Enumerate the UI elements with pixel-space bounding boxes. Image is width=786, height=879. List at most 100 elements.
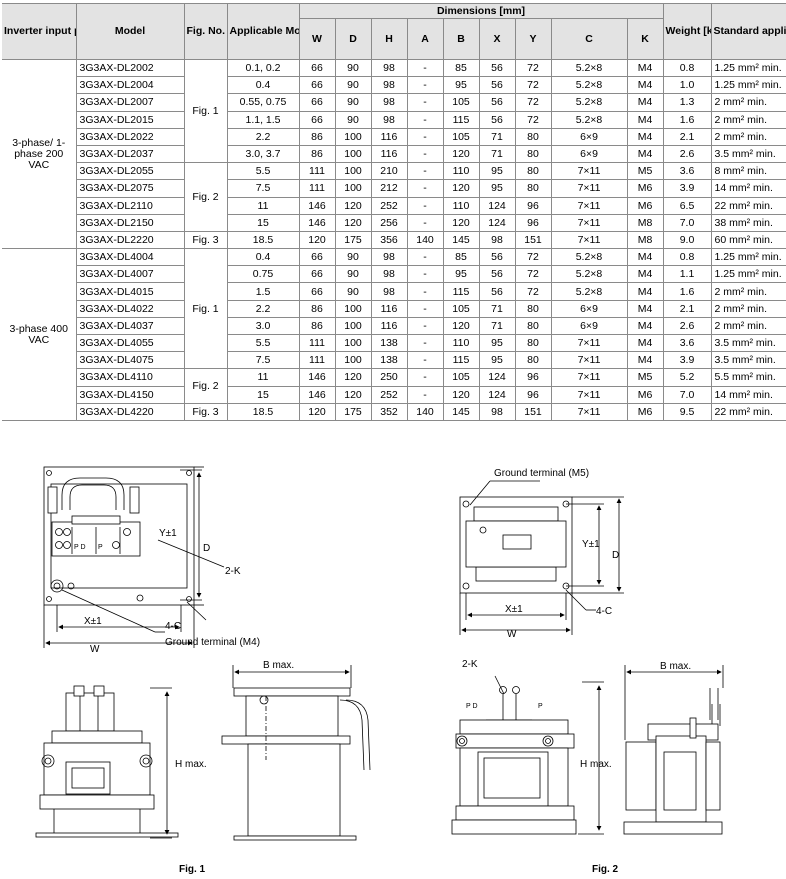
fig-cell: Fig. 1 [183,58,228,164]
header-dim: C [550,18,628,60]
fig2-b-label: B max. [660,661,691,672]
header-dim: K [626,18,664,60]
K-cell: M4 [626,144,664,164]
W-cell: 120 [298,402,336,421]
kw-cell: 0.1, 0.2 [226,58,300,78]
kg-cell: 1.0 [662,76,712,95]
kg-cell: 2.1 [662,299,712,318]
K-cell: M4 [626,333,664,353]
K-cell: M4 [626,93,664,112]
H-cell: 352 [370,402,408,421]
fig1-pd-label: P D [74,544,86,551]
fig-cell: Fig. 3 [183,230,228,250]
C-cell: 7×11 [550,385,628,404]
header-dim: W [298,18,336,60]
model-cell: 3G3AX-DL2007 [75,93,185,112]
D-cell: 175 [334,402,372,421]
B-cell: 115 [442,351,480,370]
fig2-x-label: X±1 [505,604,523,615]
H-cell: 356 [370,230,408,250]
kw-cell: 18.5 [226,402,300,421]
W-cell: 111 [298,351,336,370]
D-cell: 100 [334,144,372,164]
fig2-pd-label: P D [466,703,478,710]
kg-cell: 6.5 [662,196,712,215]
fig1-x-label: X±1 [84,616,102,627]
H-cell: 116 [370,316,408,336]
K-cell: M4 [626,110,664,129]
spec-table: Inverter input power supply Model Fig. N… [2,3,786,421]
K-cell: M6 [626,196,664,215]
K-cell: M6 [626,179,664,198]
K-cell: M8 [626,230,664,250]
wire-cell: 2 mm² min. [710,110,786,129]
wire-cell: 2 mm² min. [710,127,786,146]
kw-cell: 0.75 [226,265,300,284]
wire-cell: 3.5 mm² min. [710,351,786,370]
D-cell: 120 [334,196,372,215]
D-cell: 100 [334,127,372,146]
fig1-c-label: 4-C [165,621,181,632]
fig2-d-label: D [612,550,619,561]
W-cell: 146 [298,385,336,404]
fig2-side-view [623,665,724,835]
kg-cell: 1.3 [662,93,712,112]
C-cell: 7×11 [550,351,628,370]
fig2-ground-label: Ground terminal (M5) [494,468,589,479]
model-cell: 3G3AX-DL4220 [75,402,185,421]
header-dim: X [478,18,516,60]
B-cell: 120 [442,316,480,336]
fig2-h-label: H max. [580,759,612,770]
fig1-caption: Fig. 1 [179,864,206,875]
fig1-y-label: Y±1 [159,528,177,539]
X-cell: 98 [478,402,516,421]
W-cell: 111 [298,179,336,198]
model-cell: 3G3AX-DL2022 [75,127,185,146]
model-cell: 3G3AX-DL4075 [75,351,185,370]
fig2-w-label: W [507,629,517,640]
wire-cell: 2 mm² min. [710,299,786,318]
fig1-w-label: W [90,644,100,655]
header-fig: Fig. No. [183,3,228,60]
header-supply: Inverter input power supply [2,3,77,60]
header-wire: Standard applicable wire [710,3,786,60]
wire-cell: 22 mm² min. [710,402,786,421]
supply-cell: 3-phase 400 VAC [2,248,77,421]
fig1-side-view [221,665,371,841]
model-cell: 3G3AX-DL2002 [75,58,185,78]
fig1-front-view [35,685,179,839]
D-cell: 100 [334,351,372,370]
fig1-p-label: P [98,544,103,551]
fig2-c-label: 4-C [596,606,612,617]
kg-cell: 1.6 [662,110,712,129]
B-cell: 145 [442,402,480,421]
kw-cell: 5.5 [226,333,300,353]
supply-cell: 3-phase/ 1-phase 200 VAC [2,58,77,250]
fig2-front-view [451,675,604,835]
fig1-d-label: D [203,543,210,554]
header-dim: D [334,18,372,60]
header-capacity: Applicable Motor capacity [kW] [226,3,300,60]
wire-cell: 2 mm² min. [710,282,786,301]
header-dim: Y [514,18,552,60]
K-cell: M4 [626,248,664,267]
wire-cell: 2 mm² min. [710,316,786,336]
A-cell: 140 [406,402,444,421]
X-cell: 124 [478,196,516,215]
K-cell: M4 [626,76,664,95]
model-cell: 3G3AX-DL2110 [75,196,185,215]
D-cell: 120 [334,385,372,404]
Y-cell: 151 [514,230,552,250]
